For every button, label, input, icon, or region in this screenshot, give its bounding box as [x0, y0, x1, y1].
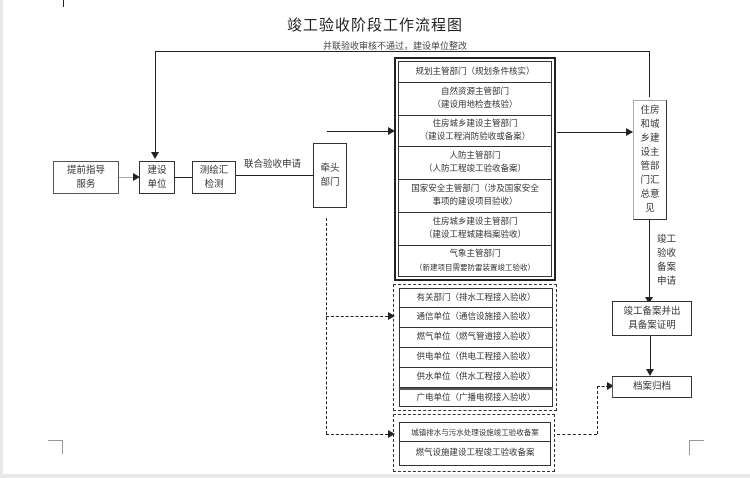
- parallel-dept-meteorology[interactable]: 气象主管部门 （新建项目需要防雷装置竣工验收）: [398, 246, 552, 277]
- margin-corner-mark-right: [689, 440, 704, 455]
- arrow-right-icon: [388, 312, 395, 320]
- dashed-connector-filings-to-archive-h: [557, 434, 597, 435]
- arrow-right-icon: [388, 430, 395, 438]
- margin-corner-mark-left-v: [62, 440, 63, 454]
- arrow-right-icon: [133, 173, 140, 181]
- arrow-right-icon: [607, 382, 614, 390]
- parallel-dept-natural-resources[interactable]: 自然资源主管部门 （建设用地检查核验）: [398, 83, 552, 116]
- connector-survey-to-lead: [236, 175, 313, 176]
- filing-certificate-box[interactable]: 竣工备案并出具备案证明: [612, 301, 692, 336]
- filing-gas-facility[interactable]: 燃气设施建设工程竣工验收备案: [399, 442, 551, 466]
- archive-label: 档案归档: [632, 381, 671, 392]
- utility-drainage[interactable]: 有关部门（排水工程接入验收）: [399, 288, 553, 308]
- filing-drainage-sewage[interactable]: 城镇排水与污水处理设施竣工验收备案: [399, 422, 551, 442]
- dashed-connector-filings-to-archive-v: [597, 386, 598, 434]
- dashed-connector-to-utilities: [326, 316, 388, 317]
- feedback-arrow-icon: [151, 152, 159, 159]
- lead-department-label: 牵头部门: [320, 162, 340, 188]
- construction-unit-box[interactable]: 建设单位: [139, 161, 175, 194]
- margin-corner-mark-left: [48, 440, 62, 455]
- pre-guidance-box[interactable]: 提前指导服务: [53, 161, 119, 194]
- text-cursor: [63, 0, 64, 7]
- utility-power[interactable]: 供电单位（供电工程接入验收）: [399, 348, 553, 368]
- survey-check-label: 测绘汇检测: [199, 164, 229, 190]
- parallel-dept-civil-defense[interactable]: 人防主管部门 （人防工程竣工验收备案）: [398, 147, 552, 180]
- lead-department-box[interactable]: 牵头部门: [313, 143, 347, 208]
- archive-box[interactable]: 档案归档: [612, 376, 692, 398]
- parallel-departments-group: 规划主管部门（规划条件核实） 自然资源主管部门 （建设用地检查核验） 住房城乡建…: [394, 57, 556, 281]
- pre-guidance-label: 提前指导服务: [66, 164, 105, 190]
- page-title: 竣工验收阶段工作流程图: [286, 16, 463, 34]
- parallel-dept-urban-archives[interactable]: 住房城乡建设主管部门 （建设工程城建档案验收）: [398, 213, 552, 246]
- joint-application-label: 联合验收申请: [244, 159, 302, 170]
- arrow-right-icon: [388, 127, 395, 135]
- connector-lead-to-parallel: [327, 131, 390, 132]
- dashed-connector-to-filings: [326, 434, 388, 435]
- parallel-dept-national-security[interactable]: 国家安全主管部门（涉及国家安全 事项的建设项目验收）: [398, 180, 552, 213]
- utility-broadcast[interactable]: 广电单位（广播电视接入验收）: [399, 388, 553, 407]
- utility-gas[interactable]: 燃气单位（燃气管道接入验收）: [399, 328, 553, 348]
- dashed-connector-lead-down: [326, 218, 327, 434]
- utility-units-group: 有关部门（排水工程接入验收） 通信单位（通信设施接入验收） 燃气单位（燃气管道接…: [393, 284, 557, 411]
- special-filings-group: 城镇排水与污水处理设施竣工验收备案 燃气设施建设工程竣工验收备案: [393, 414, 555, 472]
- filing-certificate-label: 竣工备案并出具备案证明: [623, 305, 681, 331]
- construction-unit-label: 建设单位: [147, 164, 167, 190]
- feedback-note: 并联验收审核不通过，建设单位整改: [322, 42, 467, 52]
- utility-telecom[interactable]: 通信单位（通信设施接入验收）: [399, 308, 553, 328]
- feedback-line-left: [155, 51, 156, 153]
- connector-housing-to-certificate: [649, 220, 650, 298]
- feedback-line-top: [155, 51, 650, 52]
- connector-guidance-to-unit: [119, 177, 139, 178]
- arrow-down-icon: [646, 369, 654, 376]
- page-left-edge: [0, 0, 3, 478]
- feedback-line-right: [649, 51, 650, 97]
- parallel-dept-fire-protection[interactable]: 住房城乡建设主管部门 （建设工程消防验收或备案）: [398, 116, 552, 147]
- arrow-right-icon: [626, 128, 633, 136]
- filing-application-label: 竣工 验收 备案 申请: [657, 234, 677, 287]
- utility-water[interactable]: 供水单位（供水工程接入验收）: [399, 368, 553, 388]
- survey-check-box[interactable]: 测绘汇检测: [192, 161, 236, 194]
- arrow-down-icon: [645, 297, 653, 304]
- connector-certificate-to-archive: [650, 336, 651, 370]
- connector-unit-to-survey: [175, 177, 192, 178]
- dashed-connector-to-archive: [597, 386, 609, 387]
- parallel-dept-planning[interactable]: 规划主管部门（规划条件核实）: [398, 61, 552, 83]
- connector-parallel-to-housing: [557, 132, 632, 133]
- page-bottom-edge: [0, 474, 750, 478]
- housing-summary-box[interactable]: 住房 和城 乡建 设主 管部 门汇 总意 见: [633, 100, 667, 220]
